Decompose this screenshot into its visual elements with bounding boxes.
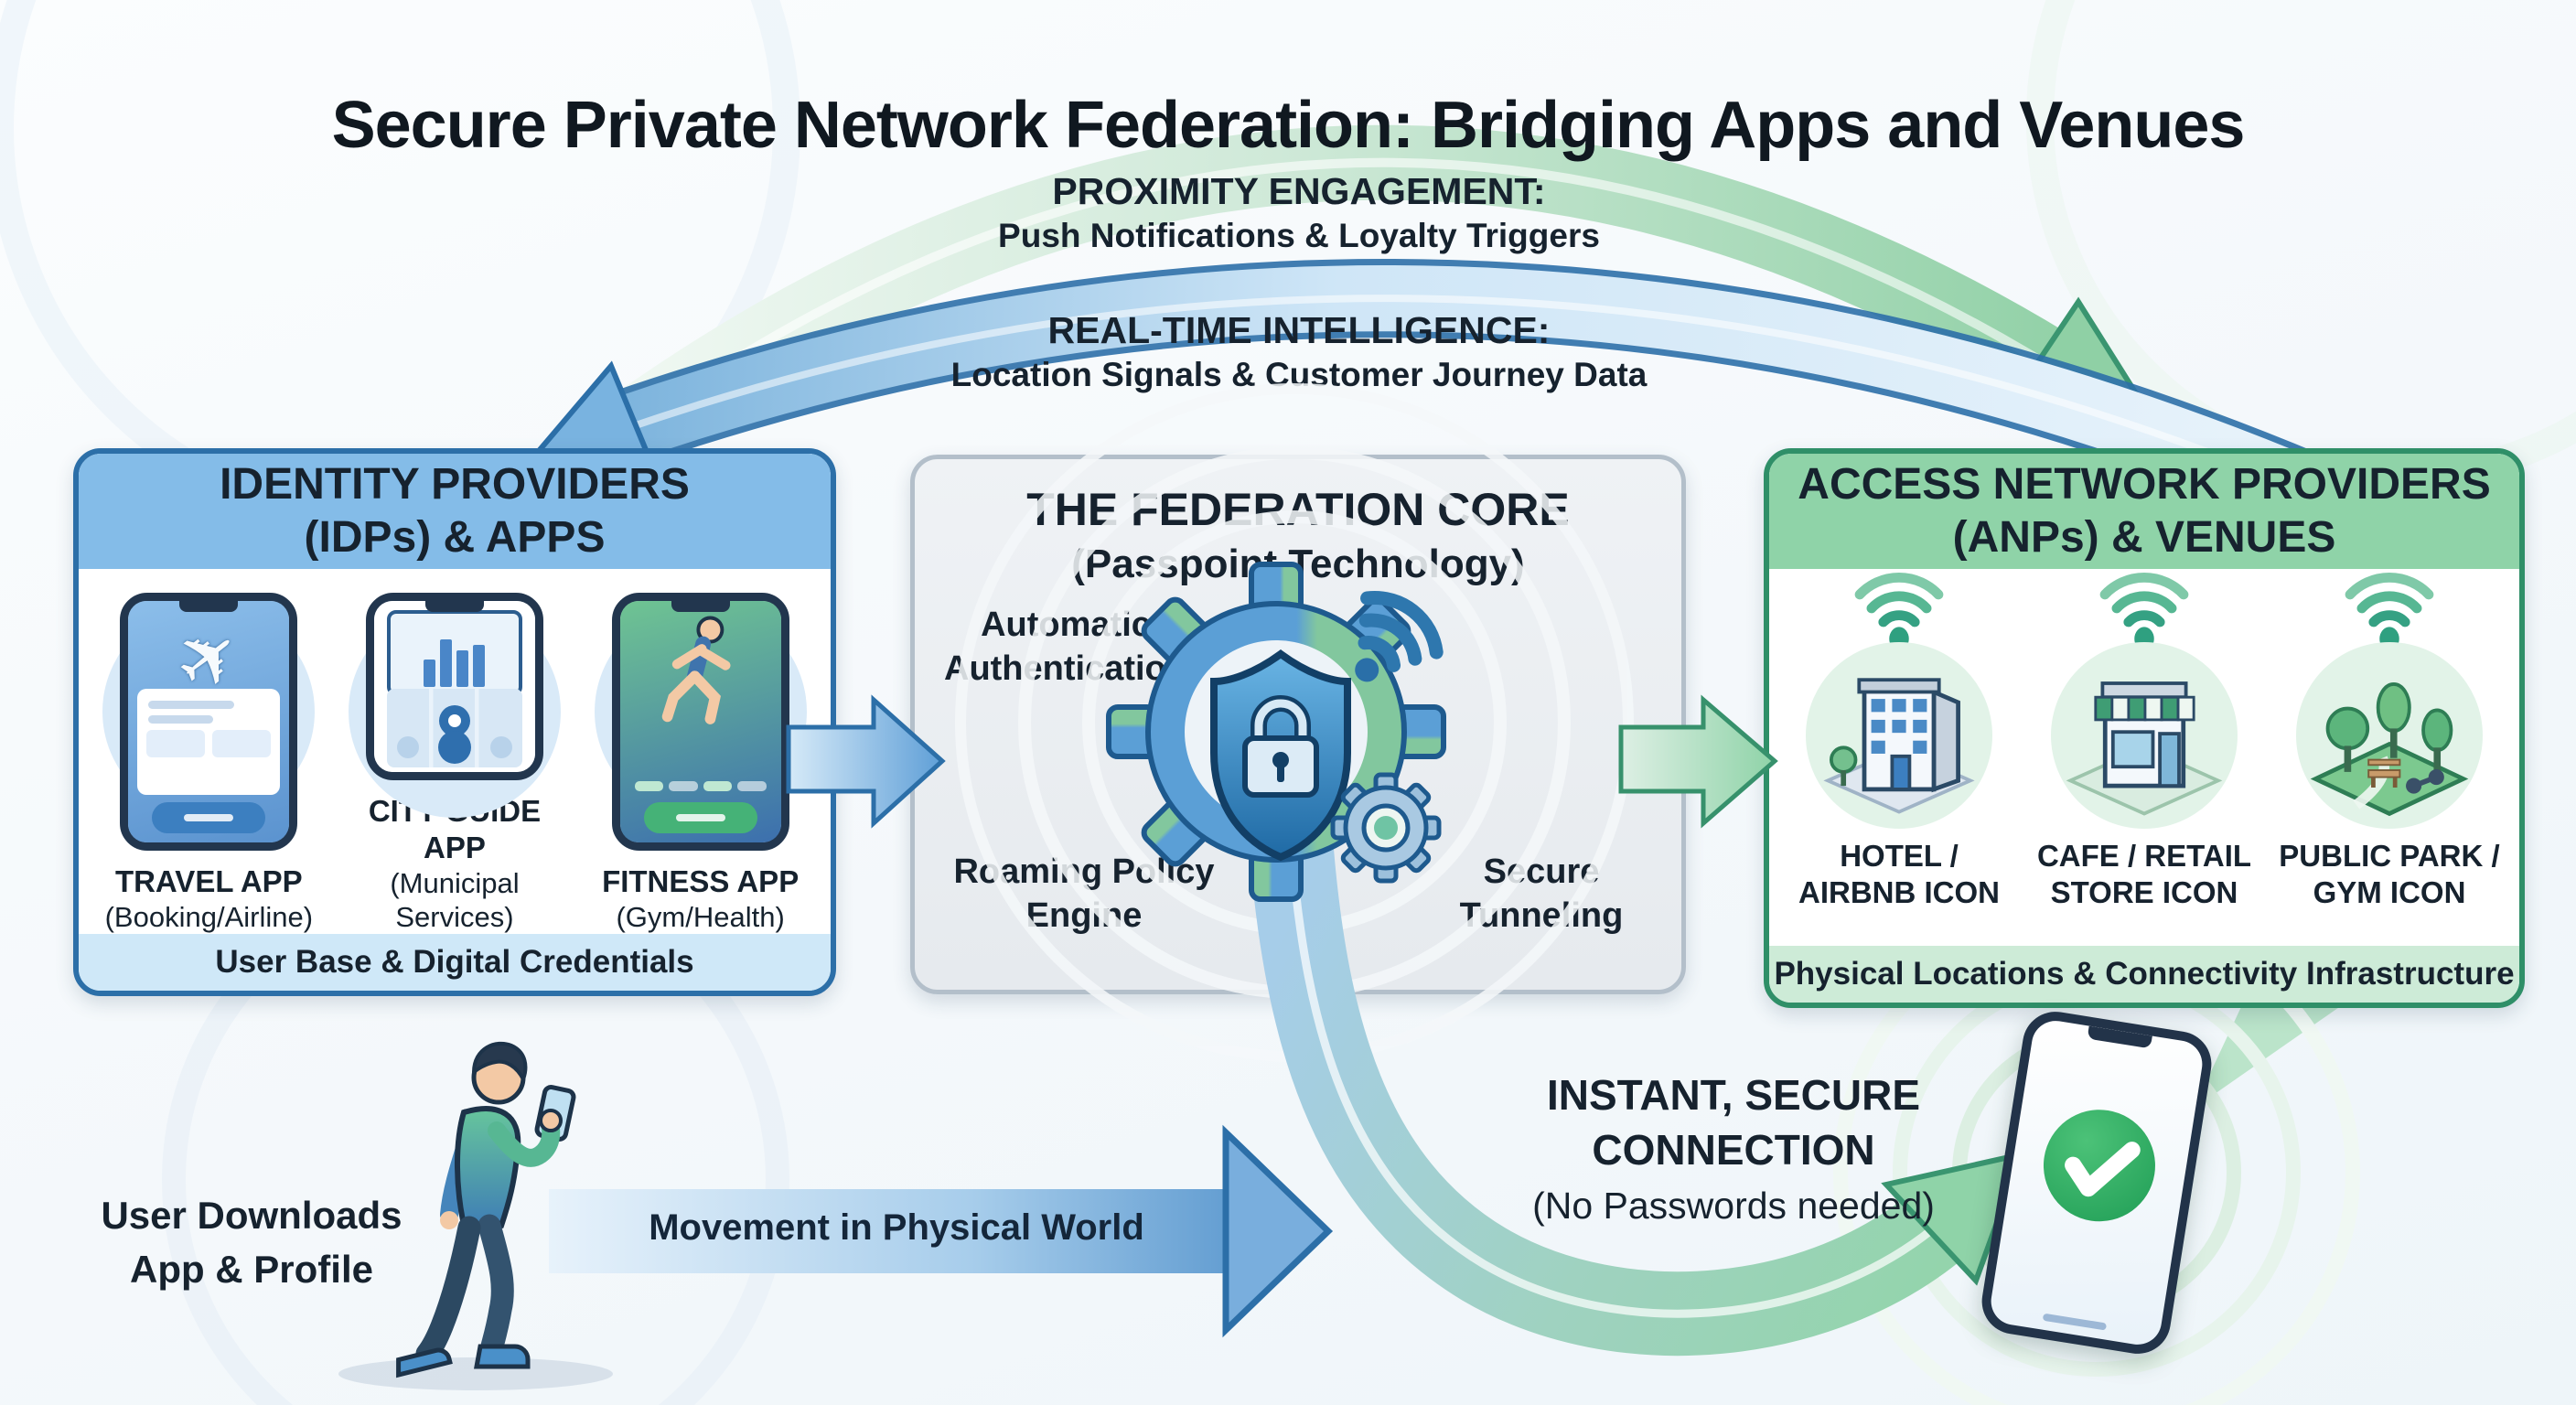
airplane-app-icon: ✈	[128, 601, 290, 842]
idp-title-line1: IDENTITY PROVIDERS	[220, 460, 690, 509]
app-detail: (Booking/Airline)	[104, 900, 314, 933]
ambient-arc	[2026, 0, 2576, 489]
app-name: TRAVEL APP	[114, 864, 303, 898]
idp-apps-row: ✈ TRAVEL APP (Booking/Airline)	[79, 569, 831, 934]
runner-app-icon	[619, 601, 781, 842]
app-col-fitness: FITNESS APP (Gym/Health)	[583, 569, 819, 934]
app-col-travel: ✈ TRAVEL APP (Booking/Airline)	[91, 569, 327, 934]
app-detail: (Gym/Health)	[616, 900, 785, 933]
dumbbell-icon	[2406, 769, 2444, 794]
venue-name: HOTEL /AIRBNB ICON	[1798, 839, 2000, 909]
venue-col-park: PUBLIC PARK /GYM ICON	[2271, 569, 2506, 946]
venue-bubble	[2295, 642, 2483, 829]
instant-connection-label: INSTANT, SECURE CONNECTION (No Passwords…	[1532, 1071, 1935, 1227]
city-guide-app-phone	[365, 593, 543, 781]
cafe-storefront-icon	[2066, 681, 2223, 816]
wifi-icon	[2345, 573, 2434, 648]
anp-venues-row: HOTEL /AIRBNB ICON	[1769, 569, 2519, 946]
wifi-icon	[2099, 573, 2189, 648]
torso	[455, 1106, 521, 1233]
back-shoe	[396, 1347, 453, 1378]
idp-box-header: IDENTITY PROVIDERS (IDPs) & APPS	[79, 454, 831, 569]
identity-providers-box: IDENTITY PROVIDERS (IDPs) & APPS ✈ TRA	[73, 448, 836, 996]
front-leg	[478, 1214, 514, 1366]
hotel-building-icon	[1823, 678, 1975, 814]
realtime-title: REAL-TIME INTELLIGENCE:	[1047, 309, 1551, 351]
app-name: FITNESS APP	[602, 864, 800, 898]
shield-lock-gear-wifi-icon	[1106, 562, 1446, 902]
front-shoe	[474, 1344, 531, 1369]
anp-footer-text: Physical Locations & Connectivity Infras…	[1774, 956, 2515, 992]
park-gym-icon	[2310, 682, 2469, 817]
app-detail: (Municipal Services)	[390, 866, 520, 933]
venue-bubble	[1805, 642, 1992, 829]
runner-icon	[661, 616, 731, 724]
connected-phone	[1977, 1006, 2216, 1359]
phone-screen	[1987, 1017, 2206, 1348]
app-nav-bar	[387, 730, 522, 765]
booking-card	[137, 689, 281, 795]
fitness-app-phone	[611, 593, 789, 851]
proximity-subtitle: Push Notifications & Loyalty Triggers	[998, 217, 1600, 255]
checkmark-icon	[2035, 1101, 2163, 1230]
idp-box-footer: User Base & Digital Credentials	[79, 934, 831, 991]
bench-icon	[2367, 758, 2401, 788]
idp-title-line2: (IDPs) & APPS	[304, 513, 606, 562]
page-title: Secure Private Network Federation: Bridg…	[331, 89, 2246, 163]
wifi-icon	[1854, 573, 1944, 648]
travel-app-button	[152, 802, 266, 833]
venue-to-phone-callout	[2194, 997, 2354, 1109]
fitness-app-button	[643, 802, 757, 833]
home-indicator	[2042, 1313, 2108, 1331]
movement-label: Movement in Physical World	[649, 1207, 1144, 1248]
venue-col-hotel: HOTEL /AIRBNB ICON	[1781, 569, 2016, 946]
idp-footer-text: User Base & Digital Credentials	[215, 944, 694, 980]
access-network-providers-box: ACCESS NETWORK PROVIDERS (ANPs) & VENUES	[1764, 448, 2525, 1008]
venue-bubble	[2050, 642, 2238, 829]
proximity-title: PROXIMITY ENGAGEMENT:	[1052, 170, 1546, 212]
user-downloads-label: User Downloads App & Profile	[101, 1194, 402, 1291]
anp-box-footer: Physical Locations & Connectivity Infras…	[1769, 946, 2519, 1003]
realtime-intelligence-label: REAL-TIME INTELLIGENCE: Location Signals…	[878, 309, 1720, 395]
anp-title-line2: (ANPs) & VENUES	[1952, 513, 2336, 562]
travel-app-phone: ✈	[120, 593, 298, 851]
anp-title-line1: ACCESS NETWORK PROVIDERS	[1798, 460, 2491, 509]
city-map-app-icon	[373, 601, 535, 773]
city-skyline-icon	[386, 610, 522, 696]
ambient-arc	[0, 0, 800, 535]
app-col-city: CITY GUIDE APP (Municipal Services)	[337, 569, 573, 934]
anp-box-header: ACCESS NETWORK PROVIDERS (ANPs) & VENUES	[1769, 454, 2519, 569]
proximity-engagement-label: PROXIMITY ENGAGEMENT: Push Notifications…	[906, 170, 1692, 256]
small-gear-icon	[1330, 772, 1442, 884]
realtime-subtitle: Location Signals & Customer Journey Data	[950, 356, 1648, 394]
venue-name: PUBLIC PARK /GYM ICON	[2279, 839, 2500, 909]
